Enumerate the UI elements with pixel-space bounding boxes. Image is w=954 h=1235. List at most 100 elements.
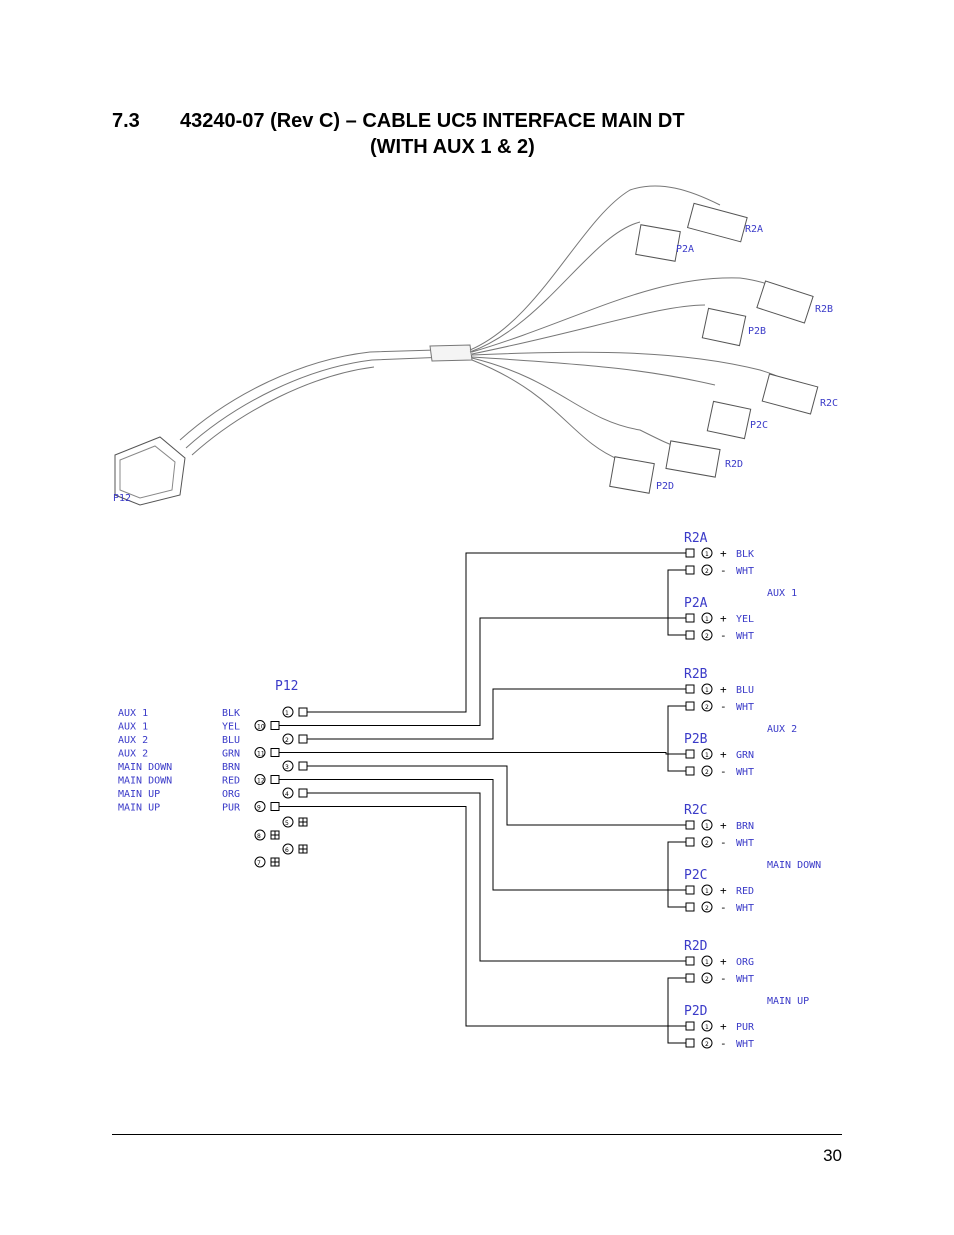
p12-wire-color: BLU [222, 735, 240, 746]
connector-label: R2A [684, 531, 708, 546]
unused-pin-circle [254, 856, 266, 868]
connector-label: P2C [684, 868, 707, 883]
pin-number: 1 [705, 551, 709, 558]
pin-terminal [685, 1038, 695, 1048]
page-number: 30 [823, 1146, 842, 1165]
pin-wire-color: WHT [736, 974, 754, 985]
pin-polarity: + [720, 1020, 727, 1033]
pin-number: 2 [705, 568, 709, 575]
p12-function-label: AUX 1 [118, 722, 148, 733]
group-label: AUX 1 [767, 588, 797, 599]
section-title-line1: 43240-07 (Rev C) – CABLE UC5 INTERFACE M… [180, 110, 685, 132]
pin-number: 2 [705, 1041, 709, 1048]
p12-wire-color: ORG [222, 789, 240, 800]
pin-number: 1 [705, 1024, 709, 1031]
pin-number: 2 [705, 976, 709, 983]
pin-number: 1 [705, 687, 709, 694]
common-wire [667, 569, 686, 636]
unused-pin-plug-cross [299, 818, 307, 826]
p12-pin-number: 12 [257, 778, 265, 785]
p12-function-label: MAIN DOWN [118, 762, 172, 773]
pin-wire-color: GRN [736, 750, 754, 761]
pin-number-circle [701, 748, 713, 760]
pin-polarity: - [720, 629, 727, 642]
p12-function-label: MAIN DOWN [118, 776, 172, 787]
footer-rule [112, 1134, 842, 1135]
pin-number: 2 [705, 769, 709, 776]
pin-polarity: + [720, 955, 727, 968]
unused-pin-number: 5 [285, 820, 289, 827]
pin-wire-color: ORG [736, 957, 754, 968]
p12-pin-circle [254, 720, 266, 731]
pin-wire-color: RED [736, 886, 754, 897]
pin-terminal [685, 902, 695, 912]
p12-pin-number: 1 [285, 710, 289, 717]
p12-function-label: AUX 2 [118, 735, 148, 746]
p12-pin-terminal [270, 802, 280, 811]
p12-pin-number: 2 [285, 737, 289, 744]
p12-pin-circle [254, 801, 266, 812]
p12-function-label: AUX 2 [118, 749, 148, 760]
p12-pin-terminal [298, 761, 308, 771]
common-wire [667, 841, 686, 908]
pin-polarity: - [720, 700, 727, 713]
signal-wire [279, 752, 686, 755]
p12-function-label: MAIN UP [118, 803, 160, 814]
pin-number-circle [701, 955, 713, 967]
group-label: MAIN DOWN [767, 860, 821, 871]
p12-pin-circle [282, 787, 294, 799]
pin-terminal [685, 548, 695, 558]
pin-number-circle [701, 901, 713, 913]
connector-label: P2A [684, 596, 708, 611]
connector-label: R2C [684, 803, 707, 818]
unused-pin-circle [282, 843, 294, 855]
unused-pin-circle [254, 829, 266, 841]
group-label: AUX 2 [767, 724, 797, 735]
connector-label: P2B [684, 732, 708, 747]
pin-terminal [685, 956, 695, 966]
pin-number-circle [701, 1037, 713, 1049]
pin-wire-color: WHT [736, 903, 754, 914]
r2d-drawing-label: R2D [725, 459, 743, 470]
pin-polarity: + [720, 819, 727, 832]
pin-polarity: + [720, 547, 727, 560]
pin-number-circle [701, 972, 713, 984]
unused-pin-number: 8 [257, 833, 261, 840]
pin-terminal [685, 613, 695, 623]
pin-terminal [685, 973, 695, 983]
pin-terminal [685, 885, 695, 895]
p2b-drawing-label: P2B [748, 326, 766, 337]
p12-wire-color: BLK [222, 708, 240, 719]
unused-pin-plug-cross [299, 845, 307, 853]
pin-number-circle [701, 765, 713, 777]
p12-pin-circle [282, 733, 294, 745]
pin-polarity: - [720, 1037, 727, 1050]
pin-number-circle [701, 819, 713, 831]
pin-number: 1 [705, 752, 709, 759]
p12-pin-number: 3 [285, 764, 289, 771]
p2a-drawing-label: P2A [676, 244, 694, 255]
unused-pin-plug-cross [271, 831, 279, 839]
pin-polarity: - [720, 972, 727, 985]
pin-number: 2 [705, 704, 709, 711]
pin-number: 1 [705, 616, 709, 623]
pin-number-circle [701, 612, 713, 624]
section-number: 7.3 [112, 110, 140, 132]
pin-terminal [685, 837, 695, 847]
connector-label: R2B [684, 667, 708, 682]
p12-function-label: AUX 1 [118, 708, 148, 719]
pin-number-circle [701, 683, 713, 695]
p2d-drawing-label: P2D [656, 481, 674, 492]
pin-number: 1 [705, 888, 709, 895]
pin-terminal [685, 820, 695, 830]
pin-wire-color: WHT [736, 631, 754, 642]
pin-number: 2 [705, 840, 709, 847]
p12-wire-color: BRN [222, 762, 240, 773]
section-title-line2: (WITH AUX 1 & 2) [370, 136, 535, 158]
section-heading: 7.3 43240-07 (Rev C) – CABLE UC5 INTERFAC… [112, 110, 685, 133]
p12-pin-number: 11 [257, 751, 265, 758]
p12-pin-terminal [270, 748, 280, 757]
pin-terminal [685, 1021, 695, 1031]
pin-number: 2 [705, 633, 709, 640]
unused-pin-circle [282, 816, 294, 828]
